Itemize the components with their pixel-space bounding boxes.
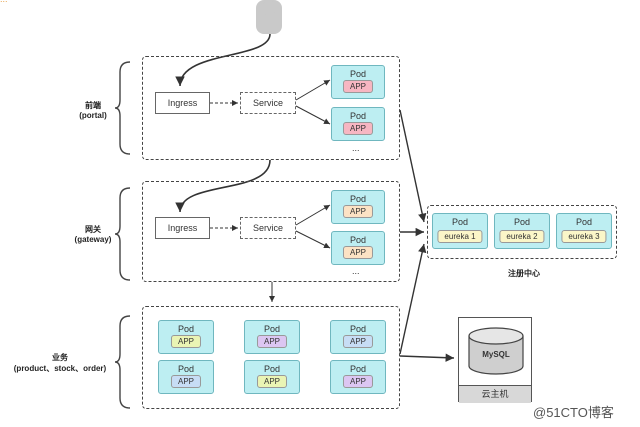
- pod-title: Pod: [177, 324, 194, 334]
- pod-title: Pod: [349, 69, 366, 79]
- app-badge: APP: [342, 375, 374, 388]
- portal-label-cn: 前端: [85, 101, 101, 110]
- app-badge: eureka 3: [561, 230, 607, 243]
- business-pod-3[interactable]: Pod APP: [330, 320, 386, 354]
- cloud-host-label: 云主机: [459, 385, 531, 403]
- pod-title: Pod: [177, 364, 194, 374]
- portal-zone: [142, 56, 400, 160]
- business-label: 业务 (product、stock、order): [2, 352, 118, 374]
- gateway-pod-2[interactable]: Pod APP: [331, 231, 385, 265]
- business-zone: [142, 306, 400, 409]
- gateway-label: 网关 (gateway): [58, 224, 128, 244]
- business-pod-2[interactable]: Pod APP: [244, 320, 300, 354]
- gateway-label-cn: 网关: [85, 225, 101, 234]
- app-badge: APP: [256, 375, 288, 388]
- portal-label-en: (portal): [79, 111, 107, 120]
- registry-pod-2[interactable]: Pod eureka 2: [494, 213, 550, 249]
- pod-title: Pod: [349, 235, 366, 245]
- app-badge: APP: [170, 335, 202, 348]
- pod-title: Pod: [451, 217, 468, 227]
- portal-service[interactable]: Service: [240, 92, 296, 114]
- mysql-label: MySQL: [482, 350, 510, 359]
- pod-title: Pod: [513, 217, 530, 227]
- pod-title: Pod: [349, 194, 366, 204]
- gateway-label-en: (gateway): [74, 235, 112, 244]
- gateway-zone: [142, 181, 400, 282]
- portal-pod-2[interactable]: Pod APP: [331, 107, 385, 141]
- business-pod-5[interactable]: Pod APP: [244, 360, 300, 394]
- gateway-ingress[interactable]: Ingress: [155, 217, 210, 239]
- database-icon: [468, 327, 524, 375]
- app-badge: APP: [342, 122, 374, 135]
- cloud-host-box[interactable]: MySQL 云主机: [458, 317, 532, 403]
- business-label-en: (product、stock、order): [13, 364, 107, 373]
- pod-title: Pod: [349, 111, 366, 121]
- registry-pod-1[interactable]: Pod eureka 1: [432, 213, 488, 249]
- app-badge: APP: [342, 335, 374, 348]
- app-badge: eureka 2: [499, 230, 545, 243]
- portal-ellipsis: ...: [352, 143, 360, 153]
- app-badge: APP: [256, 335, 288, 348]
- portal-brace-icon: [114, 61, 131, 155]
- pod-title: Pod: [349, 364, 366, 374]
- business-brace-icon: [114, 315, 131, 409]
- business-label-cn: 业务: [52, 353, 68, 362]
- registry-zone: [427, 205, 617, 259]
- registry-pod-3[interactable]: Pod eureka 3: [556, 213, 612, 249]
- pod-title: Pod: [349, 324, 366, 334]
- business-pod-1[interactable]: Pod APP: [158, 320, 214, 354]
- gateway-ellipsis: ...: [352, 266, 360, 276]
- app-badge: eureka 1: [437, 230, 483, 243]
- app-badge: APP: [342, 246, 374, 259]
- user-icon: [256, 0, 282, 34]
- app-badge: APP: [342, 80, 374, 93]
- pod-title: Pod: [263, 324, 280, 334]
- watermark-text: @51CTO博客: [533, 405, 614, 420]
- portal-label: 前端 (portal): [58, 100, 128, 120]
- cropped-title-text: ...: [0, 0, 8, 4]
- portal-ingress[interactable]: Ingress: [155, 92, 210, 114]
- business-pod-4[interactable]: Pod APP: [158, 360, 214, 394]
- app-badge: APP: [170, 375, 202, 388]
- gateway-service[interactable]: Service: [240, 217, 296, 239]
- pod-title: Pod: [575, 217, 592, 227]
- app-badge: APP: [342, 205, 374, 218]
- pod-title: Pod: [263, 364, 280, 374]
- business-pod-6[interactable]: Pod APP: [330, 360, 386, 394]
- portal-pod-1[interactable]: Pod APP: [331, 65, 385, 99]
- gateway-pod-1[interactable]: Pod APP: [331, 190, 385, 224]
- registry-label: 注册中心: [508, 269, 540, 278]
- gateway-brace-icon: [114, 187, 131, 281]
